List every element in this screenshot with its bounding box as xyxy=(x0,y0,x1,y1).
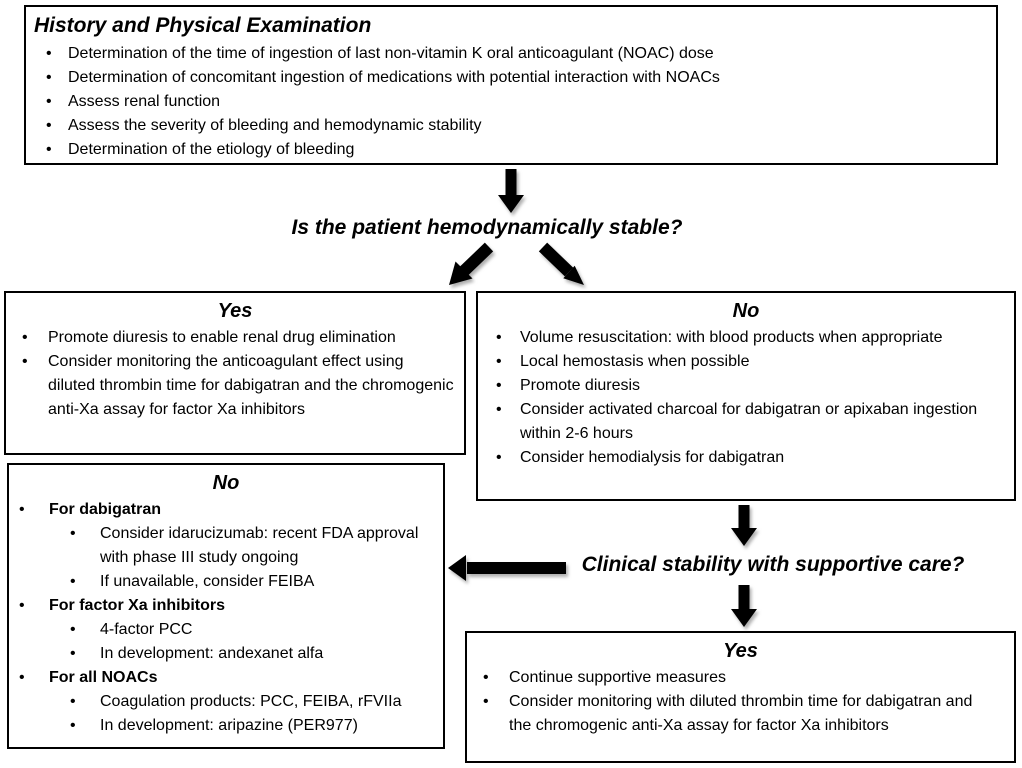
list-item-text: Consider idarucizumab: recent FDA approv… xyxy=(100,525,419,566)
list-item: • Assess renal function xyxy=(26,90,996,114)
list-item: • Promote diuresis to enable renal drug … xyxy=(6,326,464,350)
list-item-text: Promote diuresis xyxy=(520,377,641,394)
bullet-marker: • xyxy=(70,621,76,638)
bullet-marker: • xyxy=(483,669,489,686)
bullet-marker: • xyxy=(19,501,25,518)
bullet-marker: • xyxy=(19,597,25,614)
bullet-marker: • xyxy=(22,329,28,346)
list-item: • Consider activated charcoal for dabiga… xyxy=(478,398,1014,446)
list-item: • In development: andexanet alfa xyxy=(9,642,443,666)
list-item-text: Continue supportive measures xyxy=(509,669,727,686)
list-item-text: Consider monitoring with diluted thrombi… xyxy=(509,693,973,734)
stable-no-box-title: No xyxy=(732,300,760,322)
supportive-care-question: Clinical stability with supportive care? xyxy=(581,553,965,576)
list-item: • Consider hemodialysis for dabigatran xyxy=(478,446,1014,470)
list-item-text: If unavailable, consider FEIBA xyxy=(100,573,315,590)
bullet-marker: • xyxy=(46,45,52,62)
bullet-marker: • xyxy=(46,117,52,134)
list-item-text: Determination of concomitant ingestion o… xyxy=(68,69,720,86)
list-item-text: Assess the severity of bleeding and hemo… xyxy=(68,117,482,134)
arrow-question2-to-yes-icon xyxy=(731,585,757,627)
list-item-text: In development: aripazine (PER977) xyxy=(100,717,358,734)
arrow-question1-to-no-icon xyxy=(538,242,584,285)
arrow-no-to-question2-icon xyxy=(731,505,757,546)
bullet-marker: • xyxy=(496,449,502,466)
list-item: • Volume resuscitation: with blood produ… xyxy=(478,326,1014,350)
list-item: • Consider monitoring the anticoagulant … xyxy=(6,350,464,422)
list-item: • Determination of concomitant ingestion… xyxy=(26,66,996,90)
stable-no-box: No • Volume resuscitation: with blood pr… xyxy=(476,291,1016,501)
list-item: • Determination of the time of ingestion… xyxy=(26,42,996,66)
bullet-marker: • xyxy=(496,353,502,370)
bullet-marker: • xyxy=(496,329,502,346)
list-item: • Coagulation products: PCC, FEIBA, rFVI… xyxy=(9,690,443,714)
bullet-marker: • xyxy=(22,353,28,370)
list-item-text: Volume resuscitation: with blood product… xyxy=(520,329,943,346)
list-item-text: For dabigatran xyxy=(49,501,162,518)
list-item-text: Consider hemodialysis for dabigatran xyxy=(520,449,785,466)
list-item-text: Consider activated charcoal for dabigatr… xyxy=(520,401,978,442)
list-item: • Local hemostasis when possible xyxy=(478,350,1014,374)
bullet-marker: • xyxy=(70,645,76,662)
list-item: • Determination of the etiology of bleed… xyxy=(26,138,996,162)
list-item-text: For factor Xa inhibitors xyxy=(49,597,226,614)
bullet-marker: • xyxy=(483,693,489,710)
list-item: • Promote diuresis xyxy=(478,374,1014,398)
bullet-marker: • xyxy=(46,93,52,110)
hemodynamic-stability-question: Is the patient hemodynamically stable? xyxy=(291,216,683,239)
bullet-marker: • xyxy=(496,377,502,394)
list-item-text: Promote diuresis to enable renal drug el… xyxy=(48,329,396,346)
arrow-question1-to-yes-icon xyxy=(449,242,494,285)
bullet-marker: • xyxy=(70,693,76,710)
list-item: • For all NOACs xyxy=(9,666,443,690)
list-item: • Consider monitoring with diluted throm… xyxy=(467,690,1014,738)
supportive-yes-box-title: Yes xyxy=(723,640,758,662)
bullet-marker: • xyxy=(70,717,76,734)
list-item: • In development: aripazine (PER977) xyxy=(9,714,443,738)
supportive-no-box: No • For dabigatran • Consider idarucizu… xyxy=(7,463,445,749)
list-item: • Consider idarucizumab: recent FDA appr… xyxy=(9,522,443,570)
bullet-marker: • xyxy=(70,525,76,542)
bullet-marker: • xyxy=(46,69,52,86)
arrow-history-to-question1-icon xyxy=(498,169,524,213)
bullet-marker: • xyxy=(46,141,52,158)
list-item-text: For all NOACs xyxy=(49,669,158,686)
list-item: • Continue supportive measures xyxy=(467,666,1014,690)
list-item: • For factor Xa inhibitors xyxy=(9,594,443,618)
history-box: History and Physical Examination • Deter… xyxy=(24,5,998,165)
list-item: • Assess the severity of bleeding and he… xyxy=(26,114,996,138)
bullet-marker: • xyxy=(70,573,76,590)
list-item-text: Coagulation products: PCC, FEIBA, rFVIIa xyxy=(100,693,402,710)
list-item-text: Determination of the time of ingestion o… xyxy=(68,45,714,62)
stable-yes-box-title: Yes xyxy=(217,300,253,322)
list-item: • If unavailable, consider FEIBA xyxy=(9,570,443,594)
history-box-title: History and Physical Examination xyxy=(34,14,372,37)
list-item: • For dabigatran xyxy=(9,498,443,522)
list-item-text: Consider monitoring the anticoagulant ef… xyxy=(48,353,454,418)
stable-yes-box: Yes • Promote diuresis to enable renal d… xyxy=(4,291,466,455)
list-item-text: In development: andexanet alfa xyxy=(100,645,324,662)
list-item-text: 4-factor PCC xyxy=(100,621,193,638)
list-item: • 4-factor PCC xyxy=(9,618,443,642)
supportive-no-box-title: No xyxy=(212,472,240,494)
supportive-yes-box: Yes • Continue supportive measures • Con… xyxy=(465,631,1016,763)
list-item-text: Local hemostasis when possible xyxy=(520,353,750,370)
bullet-marker: • xyxy=(496,401,502,418)
bullet-marker: • xyxy=(19,669,25,686)
list-item-text: Determination of the etiology of bleedin… xyxy=(68,141,355,158)
list-item-text: Assess renal function xyxy=(68,93,221,110)
